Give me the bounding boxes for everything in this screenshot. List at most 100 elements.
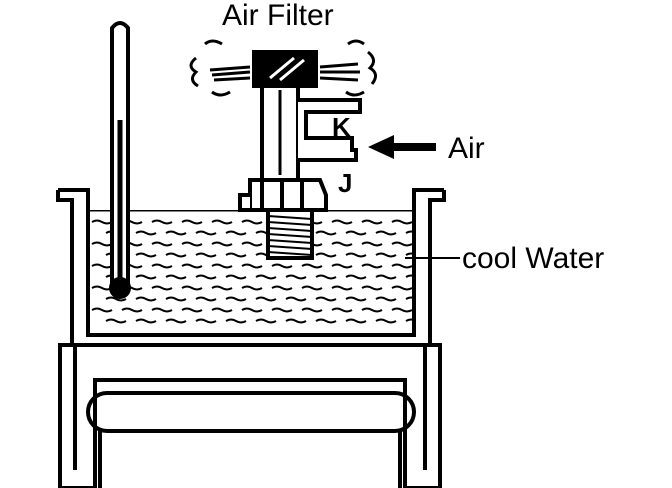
water-wave-mark [331, 263, 353, 269]
water-wave-mark [285, 296, 307, 302]
water-wave-mark [135, 252, 157, 258]
water-wave-mark [315, 230, 337, 236]
water-wave-mark [255, 274, 277, 280]
water-wave-mark [225, 230, 247, 236]
water-wave-mark [241, 285, 263, 291]
water-wave-mark [135, 230, 157, 236]
water-wave-mark [211, 307, 233, 313]
air-puffs [189, 39, 377, 97]
water-wave-mark [301, 285, 323, 291]
water-wave-mark [151, 285, 173, 291]
water-wave-mark [375, 274, 397, 280]
k-label: K [332, 112, 351, 142]
water-wave-mark [225, 274, 247, 280]
water-wave-mark [331, 219, 353, 225]
air-arrow [368, 135, 436, 159]
water-wave-mark [241, 219, 263, 225]
water-wave-mark [361, 241, 383, 247]
water-wave-mark [345, 318, 367, 324]
water-wave-mark [91, 263, 113, 269]
water-wave-mark [211, 219, 233, 225]
water-wave-mark [195, 296, 217, 302]
water-wave-mark [345, 274, 367, 280]
water-wave-mark [345, 230, 367, 236]
water-wave-mark [345, 252, 367, 258]
water-wave-mark [405, 318, 414, 322]
water-wave-mark [225, 296, 247, 302]
water-wave-mark [135, 318, 157, 324]
water-wave-mark [361, 263, 383, 269]
water-wave-mark [181, 263, 203, 269]
water-wave-mark [105, 318, 127, 324]
water-wave-mark [271, 263, 293, 269]
water-wave-mark [405, 230, 414, 234]
thread-mark [267, 251, 313, 256]
thread-mark [267, 233, 313, 238]
water-wave-mark [195, 252, 217, 258]
water-wave-mark [391, 263, 413, 269]
water-wave-mark [165, 274, 187, 280]
thermometer [109, 21, 131, 299]
water-wave-mark [375, 318, 397, 324]
water-wave-mark [151, 241, 173, 247]
water-wave-mark [151, 307, 173, 313]
water-wave-mark [181, 241, 203, 247]
water-wave-mark [285, 274, 307, 280]
water-wave-mark [331, 285, 353, 291]
water-wave-mark [165, 230, 187, 236]
water-wave-mark [361, 307, 383, 313]
water-wave-mark [211, 241, 233, 247]
water-wave-mark [405, 296, 414, 300]
thread-mark [267, 239, 313, 244]
water-wave-mark [391, 219, 413, 225]
water-wave-mark [181, 307, 203, 313]
water-wave-mark [405, 274, 414, 278]
thread-mark [267, 227, 313, 232]
water-wave-mark [195, 318, 217, 324]
water-wave-mark [241, 241, 263, 247]
water-wave-mark [271, 307, 293, 313]
water-wave-mark [211, 263, 233, 269]
water-wave-mark [315, 296, 337, 302]
water-wave-mark [91, 307, 113, 313]
water-wave-mark [135, 274, 157, 280]
water-wave-mark [301, 263, 323, 269]
water-wave-mark [105, 296, 127, 302]
water-wave-mark [361, 285, 383, 291]
water-wave-mark [345, 296, 367, 302]
cool-water-label: cool Water [462, 242, 604, 275]
water-wave-mark [375, 230, 397, 236]
water-wave-mark [91, 219, 113, 225]
cool-water [88, 210, 414, 324]
water-wave-mark [195, 274, 217, 280]
container-stand [58, 343, 442, 488]
water-wave-mark [301, 307, 323, 313]
water-wave-mark [165, 296, 187, 302]
water-wave-mark [91, 241, 113, 247]
water-wave-mark [271, 285, 293, 291]
water-wave-mark [315, 318, 337, 324]
water-wave-mark [391, 307, 413, 313]
water-wave-mark [165, 252, 187, 258]
water-wave-mark [255, 318, 277, 324]
water-wave-mark [375, 296, 397, 302]
water-wave-mark [241, 263, 263, 269]
water-wave-mark [331, 307, 353, 313]
water-wave-mark [151, 219, 173, 225]
water-wave-mark [331, 241, 353, 247]
water-wave-mark [135, 296, 157, 302]
water-wave-mark [181, 285, 203, 291]
water-container [56, 188, 446, 347]
water-wave-mark [405, 252, 414, 256]
water-wave-mark [315, 252, 337, 258]
water-wave-mark [195, 230, 217, 236]
water-wave-mark [181, 219, 203, 225]
water-wave-mark [361, 219, 383, 225]
water-wave-mark [285, 318, 307, 324]
water-wave-mark [255, 296, 277, 302]
water-wave-mark [165, 318, 187, 324]
thread-mark [267, 221, 313, 226]
water-wave-mark [211, 285, 233, 291]
j-label: J [338, 168, 352, 198]
